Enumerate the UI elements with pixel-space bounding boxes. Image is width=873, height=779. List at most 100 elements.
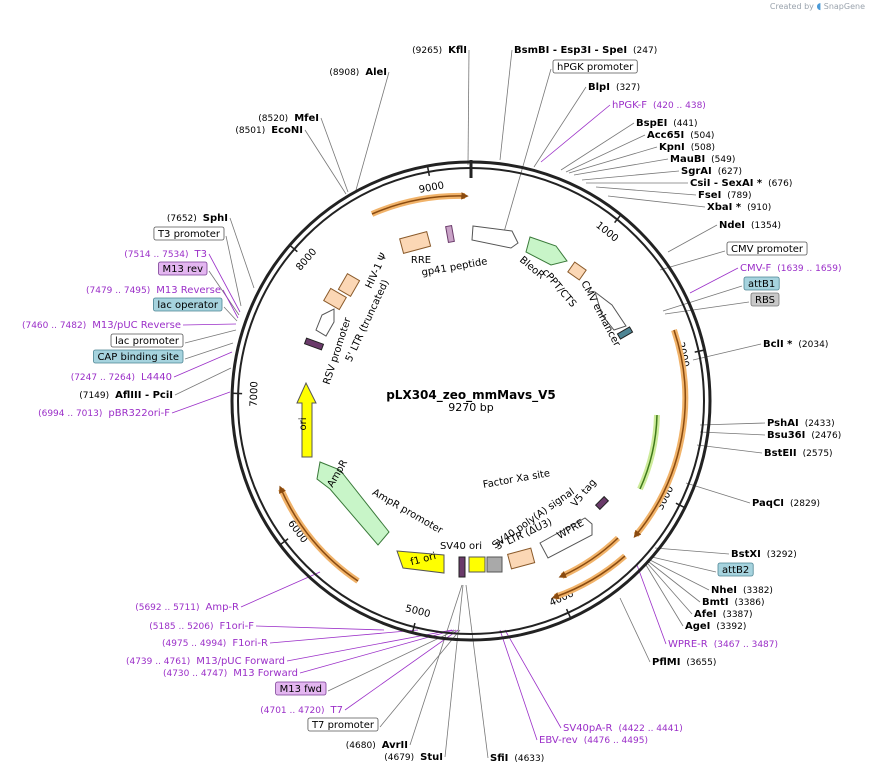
tick-mark (695, 350, 705, 352)
site-label-enzyme: PaqCI(2829) (752, 498, 820, 509)
feature-tag-text: CMV promoter (731, 244, 804, 255)
site-name: PshAI (767, 418, 799, 429)
site-label-enzyme: MfeI(8520) (258, 113, 319, 124)
site-label-enzyme: PflMI (3655) (652, 657, 716, 668)
site-name: MauBI (670, 154, 705, 165)
site-name: M13/pUC Reverse (92, 320, 181, 331)
rsv-promoter-arrow (316, 309, 334, 336)
site-label-primer: EBV-rev(4476 .. 4495) (539, 735, 648, 746)
leader-line (183, 324, 236, 325)
site-name: PflMI (652, 657, 680, 668)
tick-label: 8000 (294, 247, 319, 273)
site-position: (8520) (258, 114, 288, 124)
site-position: (1639 .. 1659) (777, 264, 841, 274)
feature-tag-text: RBS (755, 295, 775, 306)
site-label-tag: lac operator (153, 298, 222, 311)
site-name: CMV-F (740, 263, 771, 274)
site-label-enzyme: CsiI - SexAI *(676) (690, 178, 792, 189)
site-position: (627) (718, 167, 742, 177)
site-label-enzyme: KpnI (508) (659, 142, 715, 153)
site-name: FseI (698, 190, 721, 201)
site-position: (3382) (743, 586, 773, 596)
leader-line (172, 392, 230, 413)
site-label-tag: RBS (751, 293, 779, 306)
site-label-tag: hPGK promoter (553, 60, 637, 73)
leader-line (655, 548, 729, 554)
site-name: CsiI - SexAI * (690, 178, 763, 189)
site-name: F1ori-R (232, 638, 268, 649)
site-name: StuI (420, 752, 443, 763)
snapgene-branding: Created by ◖ SnapGene (770, 2, 865, 12)
site-name: SfiI (490, 753, 508, 764)
site-name: AleI (365, 67, 387, 78)
orf-arc-green (640, 415, 657, 489)
tick-label: 5000 (404, 603, 431, 620)
site-position: (5692 .. 5711) (135, 603, 199, 613)
site-label-enzyme: StuI (4679) (384, 752, 443, 763)
site-label-tag: attB1 (744, 277, 779, 290)
site-name: NdeI (719, 220, 745, 231)
site-name: F1ori-F (220, 621, 255, 632)
site-name: BstXI (731, 549, 761, 560)
feature-label: RRE (411, 255, 431, 266)
leader-line (668, 225, 717, 252)
site-label-tag: lac promoter (111, 334, 183, 347)
site-position: (2433) (805, 419, 835, 429)
site-label-tag: T3 promoter (154, 227, 224, 240)
site-label-primer: hPGK-F(420 .. 438) (612, 100, 706, 111)
site-position: (5185 .. 5206) (149, 622, 213, 632)
site-position: (549) (711, 155, 735, 165)
site-label-enzyme: EcoNI(8501) (235, 125, 303, 136)
site-position: (4679) (384, 753, 414, 763)
feature-tag-text: M13 rev (163, 264, 204, 275)
site-position: (1354) (751, 221, 781, 231)
site-name: KpnI (659, 142, 685, 153)
site-name: SgrAI (681, 166, 712, 177)
site-name: BmtI (702, 597, 729, 608)
site-name: SphI (203, 213, 228, 224)
feature-tag-text: T7 promoter (311, 720, 375, 731)
site-position: (7479 .. 7495) (86, 286, 150, 296)
site-label-enzyme: Bsu36I(2476) (767, 430, 841, 441)
site-position: (3386) (735, 598, 765, 608)
site-label-tag: M13 fwd (276, 682, 326, 695)
site-name: BsmBI - Esp3I - SpeI (514, 45, 627, 56)
feature-label: Factor Xa site (482, 468, 551, 491)
orf-arc-top (372, 196, 465, 214)
feature-tag-text: lac operator (157, 300, 218, 311)
site-position: (3655) (686, 658, 716, 668)
site-label-tag: M13 rev (159, 262, 208, 275)
feature-tag-text: CAP binding site (97, 352, 179, 363)
site-label-enzyme: XbaI *(910) (707, 202, 771, 213)
sv40-ori-feature (469, 557, 485, 572)
feature-tag-text: lac promoter (115, 336, 180, 347)
site-label-primer: L4440(7247 .. 7264) (71, 372, 172, 383)
site-label-primer: M13/pUC Forward(4739 .. 4761) (126, 656, 285, 667)
site-position: (4476 .. 4495) (584, 736, 648, 746)
site-name: XbaI * (707, 202, 742, 213)
site-position: (4422 .. 4441) (618, 724, 682, 734)
leader-line (534, 87, 586, 167)
site-label-enzyme: AgeI(3392) (685, 621, 746, 632)
leader-line (500, 50, 512, 160)
site-label-tag: CMV promoter (727, 242, 807, 255)
site-name: T3 (194, 249, 207, 260)
site-label-enzyme: BspEI (441) (636, 118, 698, 129)
site-position: (7514 .. 7534) (124, 250, 188, 260)
site-label-enzyme: BstXI(3292) (731, 549, 797, 560)
site-position: (441) (673, 119, 697, 129)
site-label-primer: M13 Reverse(7479 .. 7495) (86, 285, 221, 296)
feature-label: ori (298, 417, 309, 430)
site-label-enzyme: Acc65I(504) (647, 130, 714, 141)
site-label-enzyme: PshAI (2433) (767, 418, 835, 429)
site-position: (508) (691, 143, 715, 153)
site-name: BspEI (636, 118, 667, 129)
leader-line (468, 50, 469, 165)
site-label-enzyme: AflIII - PciI(7149) (79, 390, 173, 401)
site-position: (7460 .. 7482) (22, 321, 86, 331)
site-name: Acc65I (647, 130, 684, 141)
leader-line (328, 630, 456, 691)
leader-line (185, 343, 233, 359)
site-label-primer: Amp-R(5692 .. 5711) (135, 602, 239, 613)
